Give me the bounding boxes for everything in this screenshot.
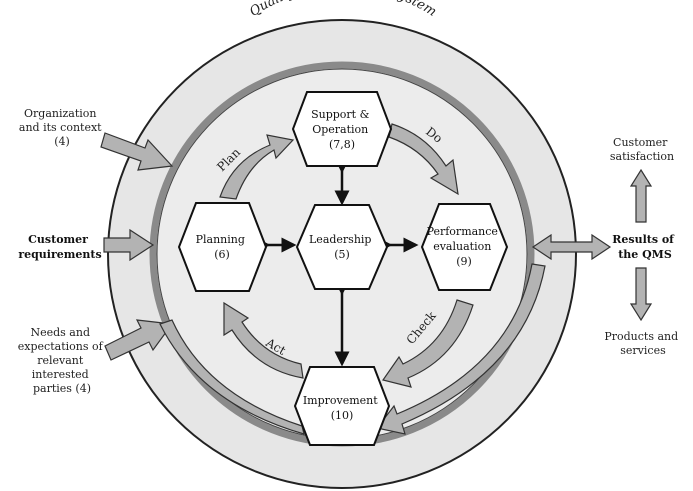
hexagon-support-operation [291, 91, 393, 167]
planning-label: Planning (6) [196, 233, 249, 261]
input-arrow-top [100, 132, 174, 171]
output-arrow-down [629, 267, 653, 322]
outer-return-arrow [375, 263, 546, 435]
input-organization-context: Organization and its context (4) [19, 107, 105, 148]
leadership-label: Leadership (5) [309, 233, 375, 261]
hexagon-performance [420, 203, 509, 291]
improvement-left-tail [159, 319, 305, 435]
check-arc-arrow [382, 299, 474, 388]
output-customer-satisfaction: Customer satisfaction [610, 136, 674, 163]
hexagon-leadership [295, 204, 389, 290]
hexagon-improvement [293, 366, 391, 446]
hexagon-planning [177, 202, 268, 292]
output-double-arrow [531, 233, 612, 261]
output-results-of-qms: Results of the QMS [612, 233, 678, 261]
output-arrow-up [629, 168, 653, 223]
improvement-label: Improvement (10) [303, 394, 381, 422]
input-arrow-middle [103, 228, 155, 262]
output-products-services: Products and services [604, 330, 681, 357]
plan-arc-arrow [219, 134, 295, 200]
qms-title: Quality Management System [247, 0, 439, 20]
performance-label: Performance evaluation (9) [427, 225, 502, 268]
support-label: Support & Operation (7,8) [311, 108, 373, 151]
input-customer-requirements: Customer requirements [18, 233, 101, 261]
act-arc-arrow [223, 301, 304, 379]
input-arrow-bottom [104, 319, 174, 361]
input-interested-parties: Needs and expectations of relevant inter… [18, 326, 106, 395]
do-arc-arrow [388, 123, 459, 196]
